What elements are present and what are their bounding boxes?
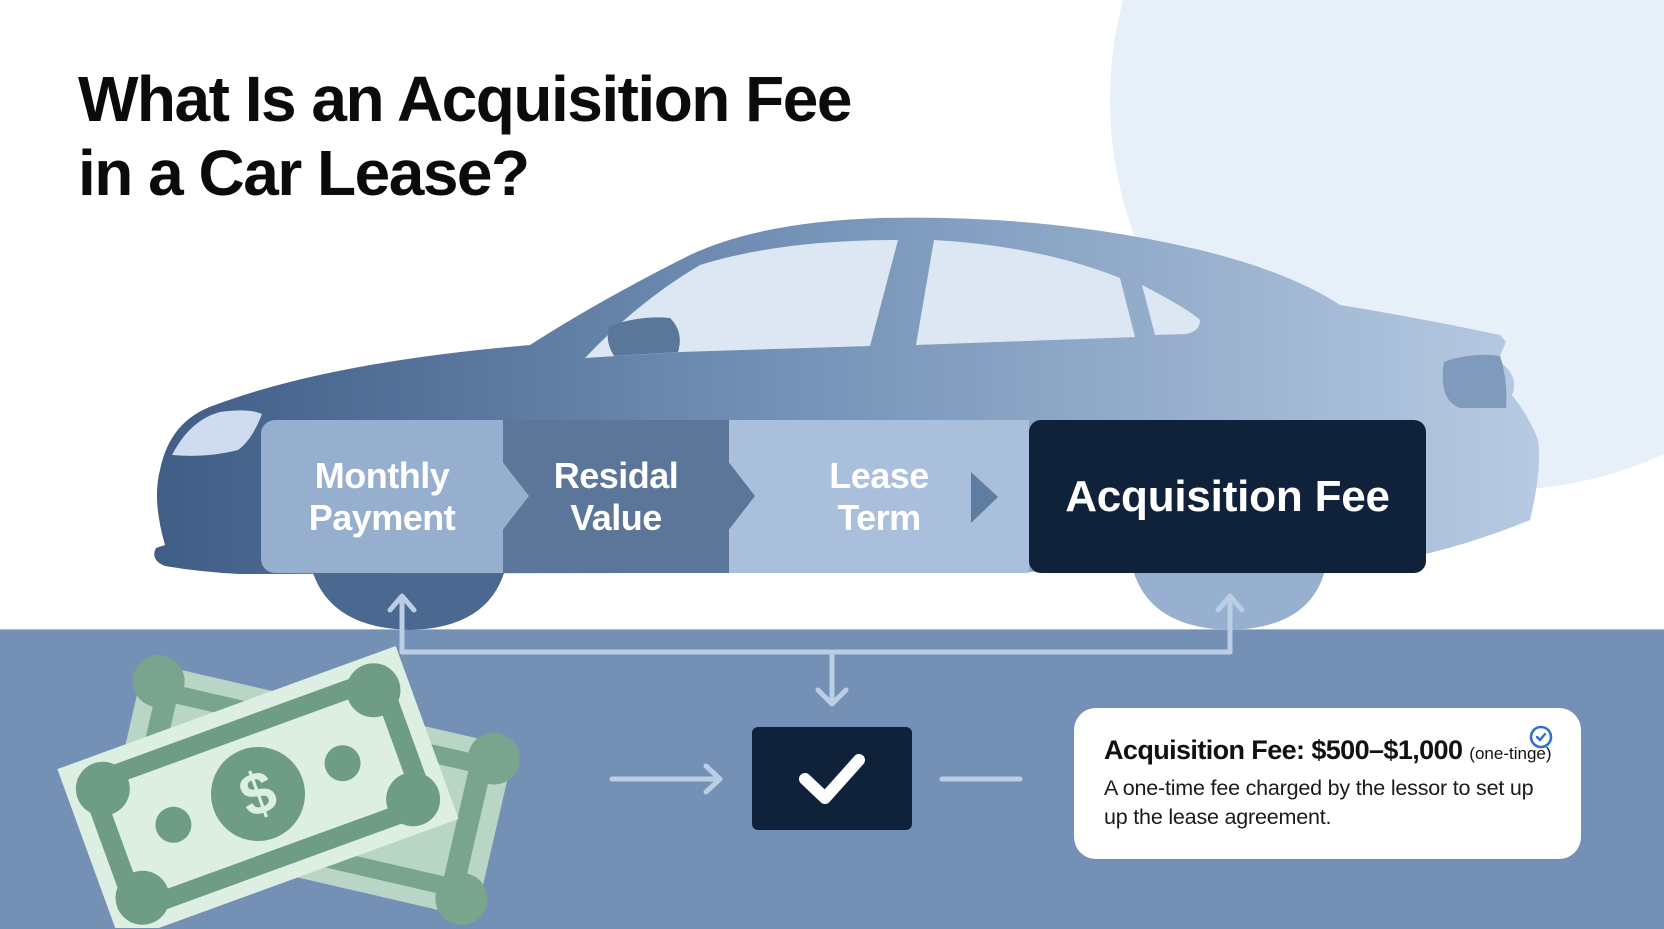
- chevron-right-icon: [727, 460, 755, 532]
- front-wheel: [312, 570, 505, 630]
- chevron-right-icon: [501, 460, 529, 532]
- page-title: What Is an Acquisition Fee in a Car Leas…: [78, 63, 852, 209]
- checkmark-icon: [799, 753, 865, 804]
- fee-note: (one-tinge): [1469, 744, 1552, 763]
- info-card-heading: Acquisition Fee: $500–$1,000 (one-tinge): [1104, 735, 1552, 766]
- step-monthly-payment: Monthly Payment: [261, 420, 503, 573]
- acquisition-fee-info-card: Acquisition Fee: $500–$1,000 (one-tinge)…: [1074, 708, 1581, 859]
- fee-range: Acquisition Fee: $500–$1,000: [1104, 735, 1463, 765]
- confirmation-check-box: [752, 727, 912, 830]
- step-lease-term: Lease Term: [729, 420, 1029, 573]
- rear-wheel: [1133, 570, 1325, 630]
- chevron-right-icon: [971, 472, 998, 523]
- step-residual-value: Residal Value: [503, 420, 729, 573]
- step-acquisition-fee-highlight: Acquisition Fee: [1029, 420, 1426, 573]
- info-card-description: A one-time fee charged by the lessor to …: [1104, 776, 1534, 829]
- check-circle-icon: [1529, 725, 1553, 749]
